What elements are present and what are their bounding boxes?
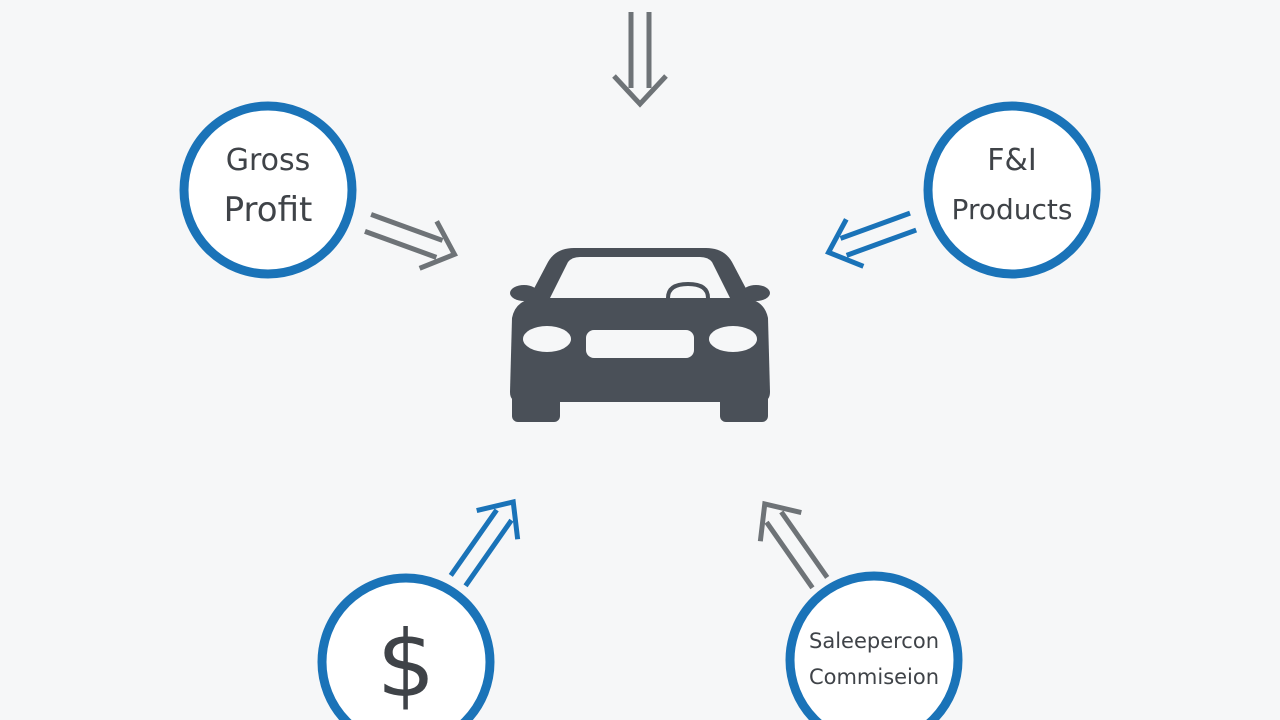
arrow-from-salesperson-commission [757,500,830,590]
arrow-top [612,12,668,108]
node-gross-profit: Gross Profit [179,101,357,279]
node-ring [179,101,357,279]
node-label-line2: Profit [224,190,313,230]
arrow-from-fi-products [825,210,918,269]
node-ring [923,101,1101,279]
node-fi-products: F&I Products [923,101,1101,279]
node-label-line1: Gross [226,143,311,178]
node-label-line2: Commiseion [809,665,939,689]
node-ring [785,571,963,720]
node-dollar: $ [317,573,495,720]
node-salesperson-commission: Saleepercon Commiseion [785,571,963,720]
car-steering-wheel [666,281,710,299]
car-details [523,257,757,358]
arrow-from-gross-profit [364,212,458,271]
dollar-icon: $ [377,611,436,718]
arrow-from-dollar [448,498,521,588]
node-ring [317,573,495,720]
node-label-line2: Products [952,193,1073,226]
node-label-line1: Saleepercon [809,629,939,653]
node-label-line1: F&I [987,143,1037,178]
